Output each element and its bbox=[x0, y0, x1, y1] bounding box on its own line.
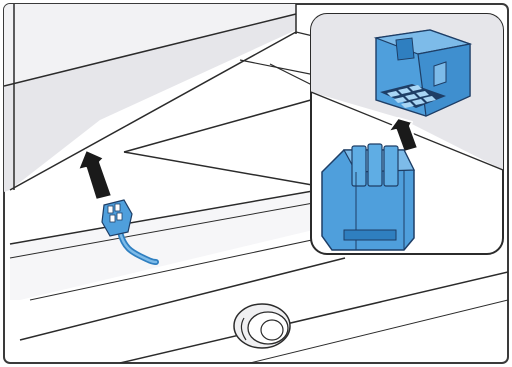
inset-detail-panel bbox=[310, 13, 504, 255]
appliance-front-panel bbox=[10, 188, 330, 300]
large-connector-plug bbox=[321, 143, 415, 251]
socket-housing bbox=[373, 29, 473, 117]
panel-bottom-line bbox=[249, 299, 508, 363]
plug-pin-column bbox=[367, 143, 383, 187]
cabinet-top-strip bbox=[4, 4, 296, 86]
cabinet-edge-line bbox=[4, 13, 297, 87]
panel-lower-edge bbox=[19, 257, 346, 341]
callout-line-top bbox=[123, 97, 319, 153]
control-knob-icon bbox=[233, 303, 291, 349]
up-arrow-icon bbox=[387, 117, 419, 153]
panel-top-edge bbox=[9, 187, 331, 245]
plug-pin-column bbox=[351, 145, 367, 187]
panel-front-edge bbox=[119, 271, 508, 363]
small-connector bbox=[101, 199, 133, 237]
socket-pin-grid bbox=[380, 84, 446, 108]
panel-mid-line bbox=[29, 233, 341, 301]
cabinet-bottom-edge bbox=[9, 31, 297, 191]
up-arrow-icon bbox=[77, 149, 113, 201]
panel-inner-edge bbox=[9, 199, 331, 259]
plug-pin-column bbox=[383, 145, 399, 187]
callout-wedge bbox=[124, 100, 316, 190]
callout-line-bottom bbox=[123, 151, 319, 187]
